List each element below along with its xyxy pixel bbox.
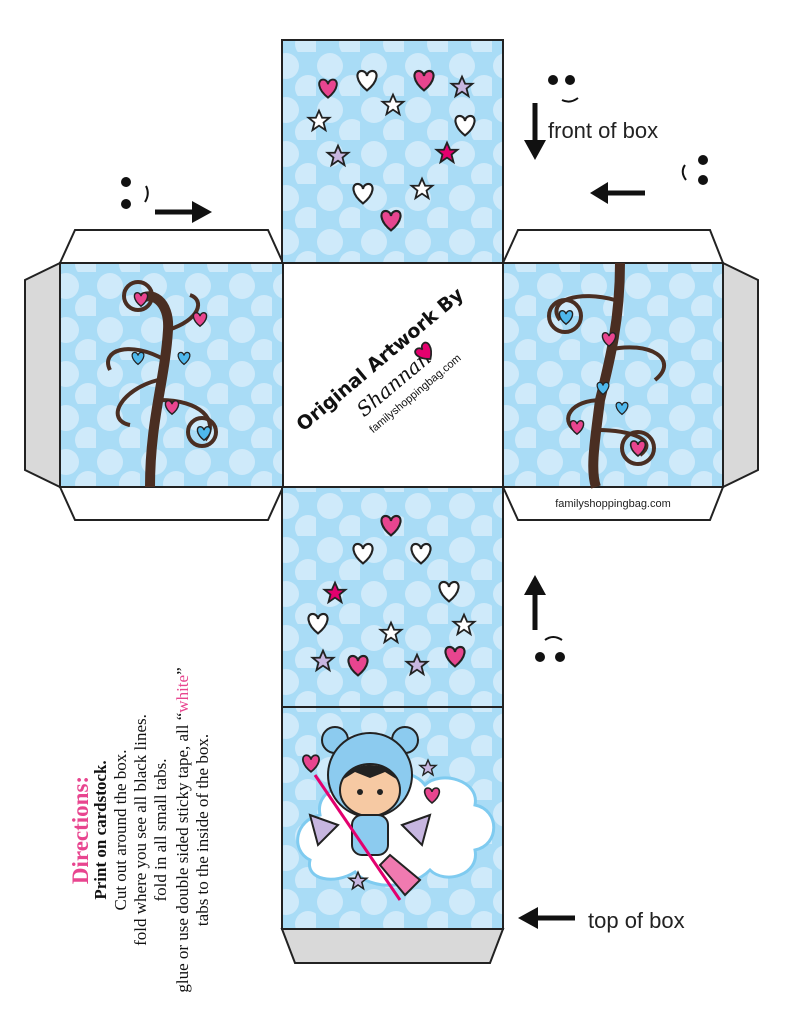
left-side-tab bbox=[24, 261, 61, 489]
directions-subtitle: Print on cardstock. bbox=[91, 760, 110, 899]
directions-line: tabs to the inside of the box. bbox=[193, 734, 212, 926]
left-top-tab bbox=[58, 229, 285, 264]
directions-line: glue or use double sided sticky tape, al… bbox=[173, 713, 192, 993]
tab-site-text: familyshoppingbag.com bbox=[555, 498, 671, 510]
directions: Directions: Print on cardstock. Cut out … bbox=[68, 667, 212, 992]
right-side-tab bbox=[722, 261, 759, 489]
arrow-icon bbox=[155, 103, 645, 929]
directions-line: Cut out around the box. bbox=[111, 749, 130, 910]
front-of-box-label: front of box bbox=[548, 118, 658, 143]
face-left-tree bbox=[59, 262, 284, 488]
highlight-white: white bbox=[173, 675, 192, 713]
directions-title: Directions: bbox=[68, 776, 93, 884]
tree-icon bbox=[106, 280, 218, 488]
right-top-tab bbox=[501, 229, 725, 264]
left-bottom-tab bbox=[58, 486, 285, 521]
quote-close: ” bbox=[173, 667, 192, 675]
bottom-tab bbox=[280, 928, 505, 964]
face-right-tree bbox=[502, 262, 724, 488]
face-center-credit bbox=[282, 262, 504, 488]
directions-line: fold where you see all black lines. bbox=[131, 714, 150, 946]
eyes-icon bbox=[121, 75, 708, 662]
directions-line: fold in all small tabs. bbox=[151, 758, 170, 901]
top-of-box-label: top of box bbox=[588, 908, 685, 933]
directions-line-glue: glue or use double sided sticky tape, al… bbox=[173, 667, 192, 992]
bear-girl-icon bbox=[296, 726, 496, 901]
